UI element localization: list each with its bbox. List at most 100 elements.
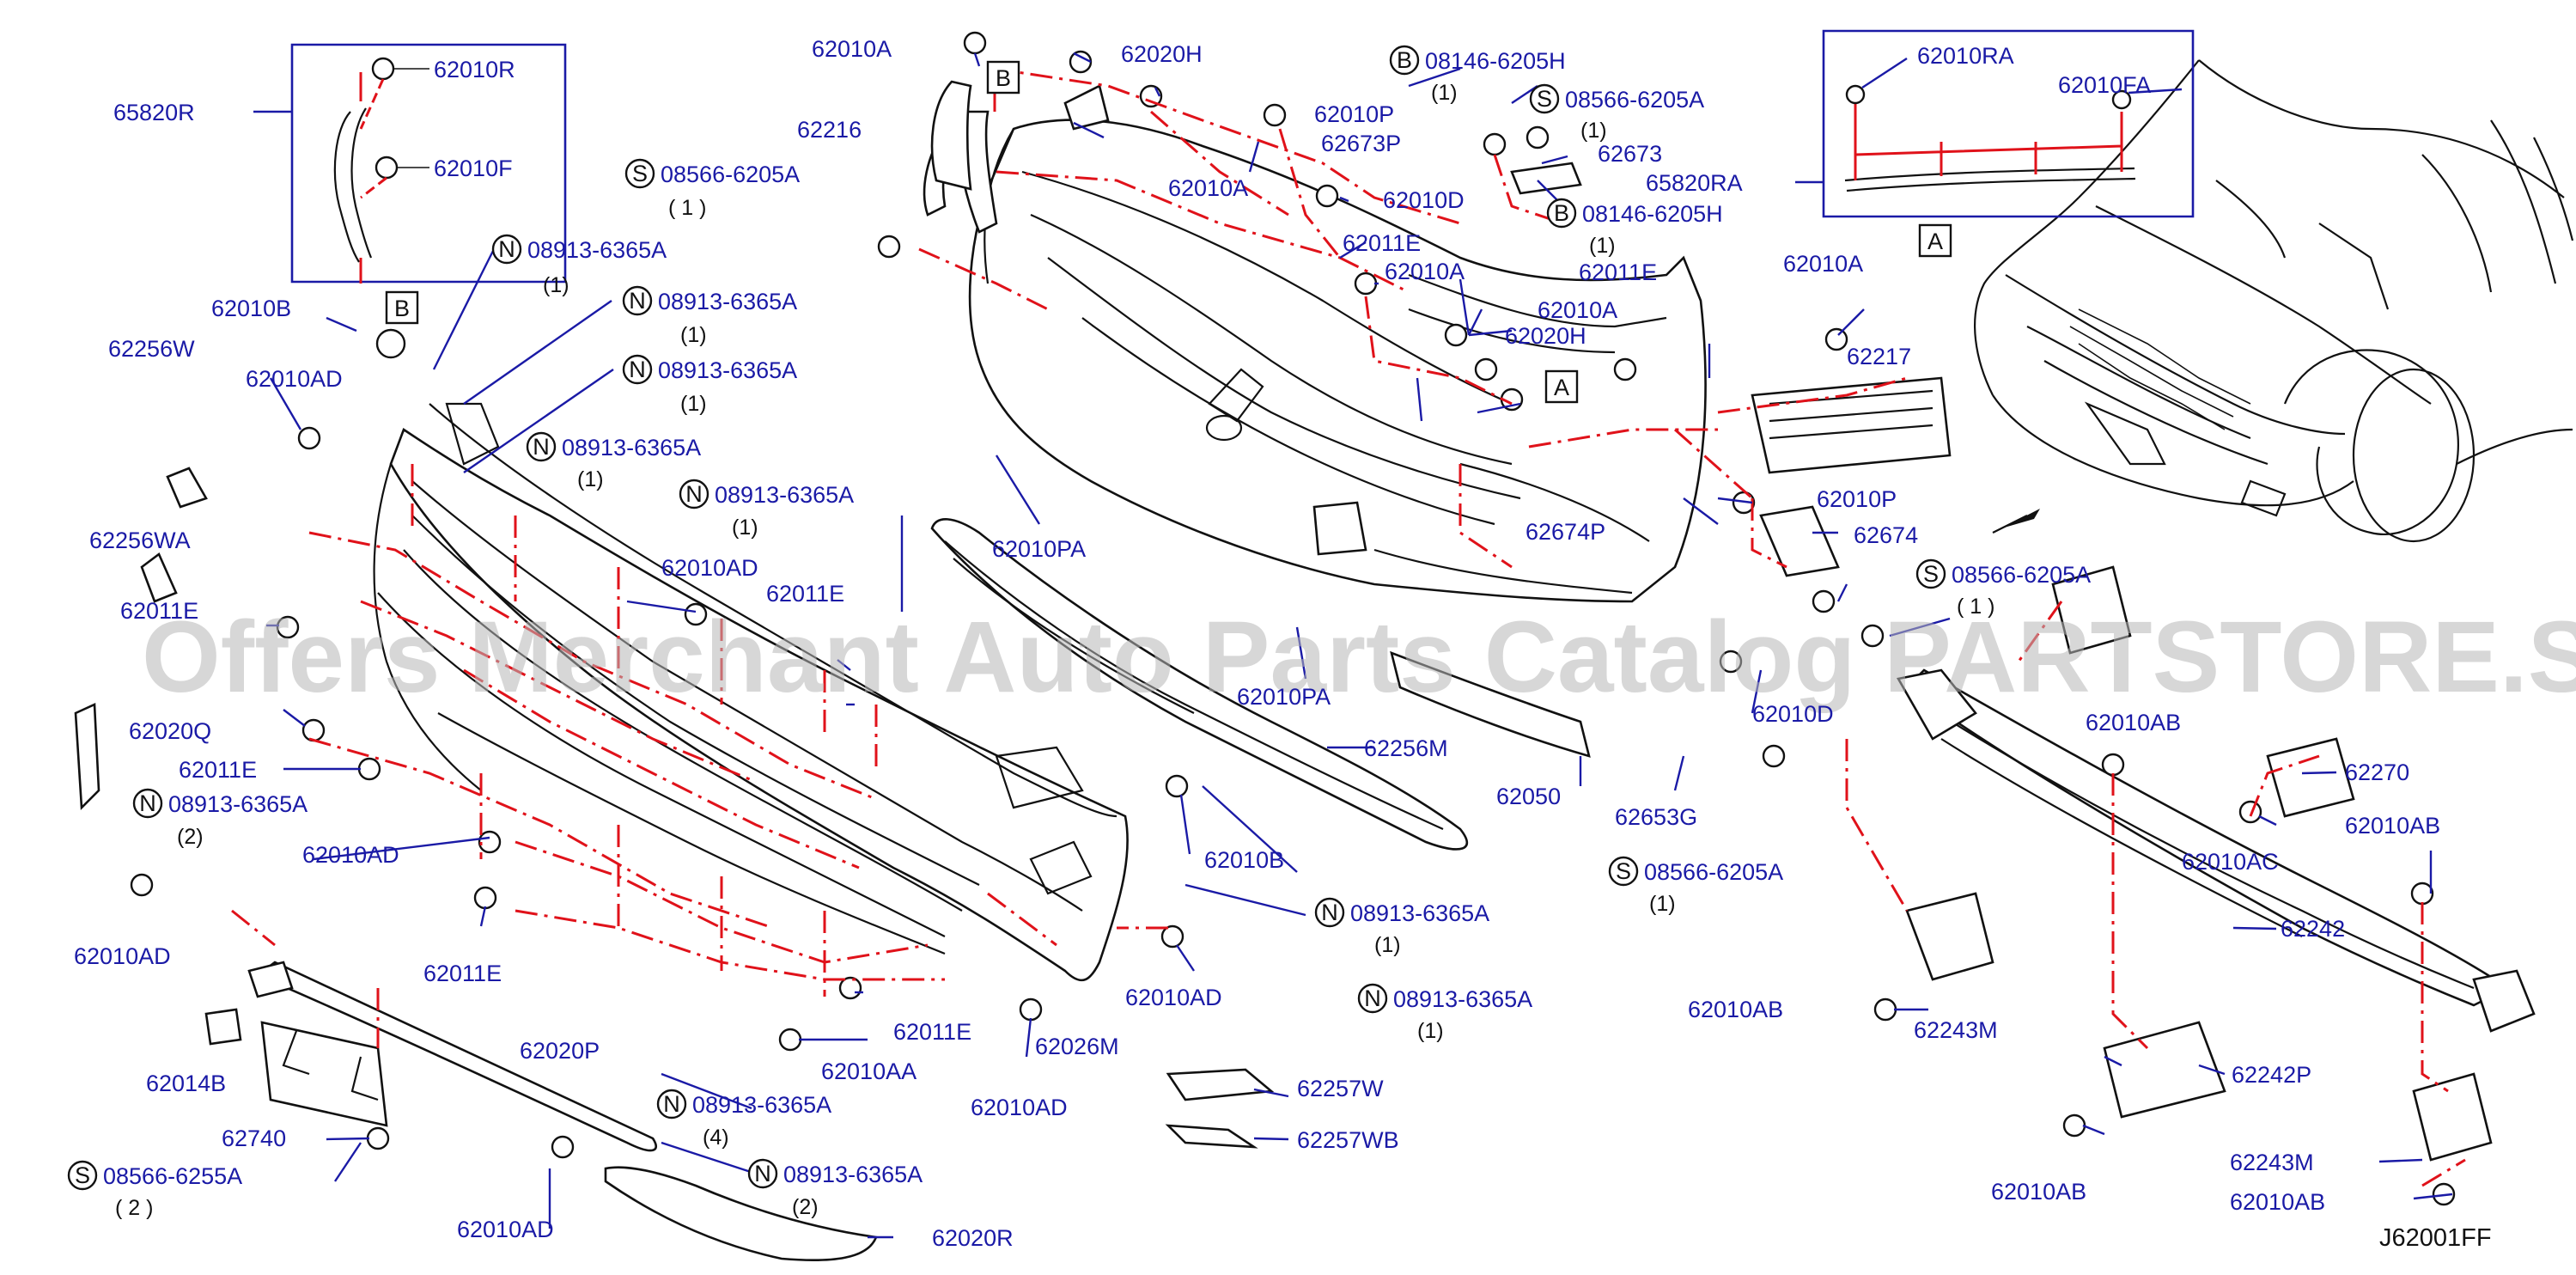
label-62674: 62674 (1854, 522, 1918, 548)
label-62010b-2: 62010B (1204, 847, 1284, 873)
callout-c14-qty: (1) (1580, 119, 1607, 143)
label-62010ad-3: 62010AD (302, 842, 399, 868)
label-62010ab-1: 62010AB (2086, 710, 2181, 735)
callout-c2-part: 08913-6365A (658, 289, 797, 314)
label-62010fa: 62010FA (2058, 72, 2151, 98)
label-62010a-5: 62010A (1783, 251, 1863, 277)
label-62216: 62216 (797, 117, 862, 143)
label-62010ac: 62010AC (2182, 849, 2279, 875)
part-labels: 65820R 62010R 62010F 62010B 62256W 62256… (74, 36, 2440, 1251)
label-62242: 62242 (2281, 916, 2345, 942)
callout-c5-qty: (1) (732, 515, 758, 540)
callout-c4-part: 08913-6365A (562, 435, 701, 461)
callout-c4-qty: (1) (577, 467, 604, 491)
label-62011e-1: 62011E (120, 598, 198, 624)
label-62010ad-2: 62010AD (661, 555, 758, 581)
label-62217: 62217 (1847, 344, 1911, 369)
label-62011e-5: 62011E (893, 1019, 971, 1045)
label-62011e-3: 62011E (179, 757, 257, 783)
label-62673p: 62673P (1321, 131, 1401, 156)
label-62242p: 62242P (2232, 1062, 2311, 1088)
label-62010ad-1: 62010AD (246, 366, 343, 392)
callout-symbols: N N N N N S N S N N N N B S B S S (67, 45, 1946, 1191)
label-62010ab-2: 62010AB (2345, 813, 2440, 839)
label-62653g: 62653G (1615, 804, 1697, 830)
label-62010f: 62010F (434, 156, 513, 181)
label-65820ra: 65820RA (1646, 170, 1743, 196)
label-62010ad-5: 62010AD (457, 1217, 554, 1242)
label-62010ad-4: 62010AD (74, 943, 171, 969)
label-62011e-4: 62011E (423, 961, 502, 986)
label-62010a-1: 62010A (812, 36, 892, 62)
label-62020h-1: 62020H (1121, 41, 1203, 67)
vehicle-illustration (1974, 59, 2574, 543)
callout-c2-qty: (1) (680, 323, 707, 347)
label-62256w: 62256W (108, 336, 195, 362)
callout-c4-letter: N (533, 434, 550, 460)
label-62010ra: 62010RA (1917, 43, 2014, 69)
callout-c12-qty: (1) (1417, 1019, 1444, 1043)
label-62010a-3: 62010A (1385, 259, 1465, 284)
main-bumper-cover (373, 402, 1129, 982)
label-62010p-1: 62010P (1314, 101, 1394, 127)
ref-letter-a-1: A (1554, 375, 1569, 400)
label-62010a-2: 62010A (1168, 175, 1248, 201)
callout-c3-part: 08913-6365A (658, 357, 797, 383)
label-62010aa: 62010AA (821, 1058, 917, 1084)
assembly-guide-lines (231, 67, 2466, 1187)
label-62010ad-6: 62010AD (971, 1095, 1068, 1120)
label-62010ab-5: 62010AB (2230, 1189, 2325, 1215)
label-62014b: 62014B (146, 1071, 226, 1096)
callout-c6-part: 08566-6205A (661, 162, 800, 187)
callout-c16-qty: ( 1 ) (1957, 595, 1994, 619)
callout-c6-qty: ( 1 ) (668, 196, 706, 220)
callout-c16-part: 08566-6205A (1952, 562, 2091, 588)
label-62256m: 62256M (1364, 735, 1448, 761)
callout-c1-part: 08913-6365A (527, 237, 667, 263)
callout-c17-part: 08566-6205A (1644, 859, 1783, 885)
label-62674p: 62674P (1526, 519, 1605, 545)
ref-letter-b-2: B (996, 65, 1011, 91)
upper-bumper-fascia (955, 110, 1707, 603)
label-62011e-2: 62011E (766, 581, 844, 607)
label-62010b-1: 62010B (211, 296, 291, 321)
callout-c13-letter: B (1397, 47, 1412, 73)
callout-c3-qty: (1) (680, 392, 707, 416)
label-62020p: 62020P (520, 1038, 600, 1064)
callout-c11-part: 08913-6365A (1350, 900, 1489, 926)
callout-c12-letter: N (1364, 985, 1381, 1011)
label-62740: 62740 (222, 1126, 286, 1151)
ref-letter-boxes: B B A A (385, 60, 1952, 404)
label-62050: 62050 (1496, 784, 1561, 809)
callout-c1-letter: N (498, 236, 515, 262)
label-62243m-1: 62243M (1914, 1017, 1998, 1043)
callout-c16-letter: S (1923, 561, 1939, 587)
label-62010pa-2: 62010PA (1237, 684, 1331, 710)
bumper-reinforcement-62242 (1896, 668, 2536, 1033)
callout-c6-letter: S (632, 161, 648, 186)
label-62011e-6: 62011E (1343, 230, 1421, 256)
callout-c7-part: 08913-6365A (168, 791, 308, 817)
label-62011e-7: 62011E (1579, 259, 1657, 285)
label-62256wa: 62256WA (89, 528, 191, 553)
callout-c9-qty: (4) (703, 1126, 729, 1150)
diagram-code: J62001FF (2379, 1224, 2492, 1252)
callout-c12-part: 08913-6365A (1393, 986, 1532, 1012)
callout-c1-qty: (1) (543, 273, 569, 297)
label-65820r: 65820R (113, 100, 195, 125)
callout-c11-qty: (1) (1374, 933, 1401, 957)
label-62020r: 62020R (932, 1225, 1014, 1251)
label-62020h-2: 62020H (1505, 323, 1586, 349)
small-trims (74, 80, 1591, 1262)
callout-c7-letter: N (139, 790, 156, 816)
label-62010pa-1: 62010PA (992, 536, 1086, 562)
callout-c15-qty: (1) (1589, 234, 1616, 258)
callout-c15-letter: B (1554, 200, 1569, 226)
leader-lines (266, 52, 2453, 1239)
label-62026m: 62026M (1035, 1034, 1119, 1059)
callout-c5-part: 08913-6365A (715, 482, 854, 508)
callout-c10-part: 08913-6365A (783, 1162, 923, 1187)
callout-c3-letter: N (629, 357, 646, 382)
callout-c17-qty: (1) (1649, 892, 1676, 916)
